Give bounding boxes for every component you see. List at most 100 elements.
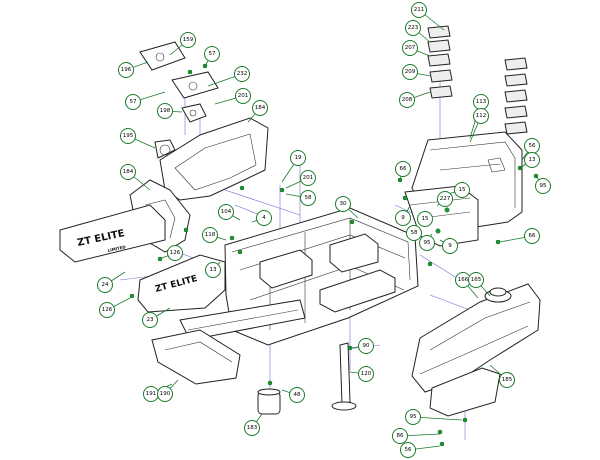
- callout-label: 95: [410, 414, 417, 420]
- callout-label: 9: [448, 243, 452, 249]
- callout-66: 66: [395, 161, 411, 181]
- callout-circle: [218, 204, 234, 220]
- callout-circle: [97, 277, 113, 293]
- callout-56: 56: [400, 442, 441, 458]
- callout-label: 15: [459, 187, 466, 193]
- callout-label: 211: [414, 7, 425, 13]
- left-decal-panel: ZT ELITE LIMITED: [59, 204, 166, 263]
- callout-13: 13: [519, 152, 540, 169]
- callout-95: 95: [419, 233, 435, 251]
- callout-label: 232: [237, 71, 248, 77]
- callout-201: 201: [214, 88, 251, 105]
- callout-label: 86: [397, 433, 404, 439]
- callout-label: 184: [123, 169, 134, 175]
- callout-circle: [234, 66, 250, 82]
- console-plates: [139, 41, 219, 159]
- callout-circle: [524, 228, 540, 244]
- callout-circle: [437, 191, 453, 207]
- callout-circle: [524, 152, 540, 168]
- callout-66: 66: [499, 228, 540, 244]
- callout-56: 56: [521, 138, 540, 161]
- callout-label: 56: [529, 143, 536, 149]
- callout-196: 196: [118, 61, 149, 78]
- callout-circle: [256, 210, 272, 226]
- callout-label: 191: [146, 391, 157, 397]
- callout-label: 9: [401, 215, 405, 221]
- callout-104: 104: [218, 204, 241, 221]
- callout-label: 201: [303, 175, 314, 181]
- callout-label: 185: [502, 377, 513, 383]
- callout-label: 56: [405, 447, 412, 453]
- callout-circle: [252, 100, 268, 116]
- callout-118: 118: [202, 227, 227, 243]
- callout-15: 15: [417, 211, 433, 227]
- callout-label: 113: [476, 99, 487, 105]
- callout-circle: [118, 62, 134, 78]
- callout-165: 165: [468, 272, 491, 297]
- fuel-tank: [411, 283, 541, 417]
- callout-label: 66: [400, 166, 407, 172]
- callout-207: 207: [402, 40, 431, 57]
- callout-circle: [468, 272, 484, 288]
- callout-label: 4: [262, 215, 266, 221]
- callout-120: 120: [349, 366, 374, 382]
- callout-label: 196: [121, 67, 132, 73]
- callout-circle: [405, 20, 421, 36]
- callout-label: 13: [529, 157, 536, 163]
- callout-label: 159: [183, 37, 194, 43]
- callout-circle: [395, 161, 411, 177]
- callout-58: 58: [406, 225, 422, 241]
- callout-183: 183: [244, 413, 263, 436]
- callout-95: 95: [405, 409, 463, 425]
- callout-circle: [120, 128, 136, 144]
- callout-9: 9: [439, 238, 458, 254]
- callout-circle: [399, 92, 415, 108]
- callout-circle: [125, 94, 141, 110]
- callout-208: 208: [399, 91, 431, 108]
- callout-label: 223: [408, 25, 419, 31]
- callout-circle: [499, 372, 515, 388]
- callout-label: 57: [130, 99, 137, 105]
- callout-4: 4: [251, 210, 272, 226]
- callout-label: 207: [405, 45, 416, 51]
- callout-15: 15: [447, 182, 470, 198]
- callout-label: 190: [160, 391, 171, 397]
- callout-circle: [406, 225, 422, 241]
- callout-circle: [454, 182, 470, 198]
- callout-label: 166: [458, 277, 469, 283]
- callout-label: 24: [102, 282, 109, 288]
- callout-label: 13: [210, 267, 217, 273]
- callout-191: 191: [143, 383, 173, 402]
- callout-label: 58: [411, 230, 418, 236]
- callout-label: 95: [424, 240, 431, 246]
- callout-label: 23: [147, 317, 154, 323]
- callout-58: 58: [285, 190, 316, 206]
- callout-label: 198: [160, 108, 171, 114]
- callout-circle: [205, 262, 221, 278]
- callout-90: 90: [349, 338, 374, 354]
- callout-circle: [358, 338, 374, 354]
- callout-circle: [335, 196, 351, 212]
- callout-circle: [204, 46, 220, 62]
- callout-label: 104: [221, 209, 232, 215]
- callout-circle: [392, 428, 408, 444]
- callout-195: 195: [120, 128, 156, 149]
- callout-circle: [535, 178, 551, 194]
- callout-label: 57: [209, 51, 216, 57]
- callout-label: 19: [295, 155, 302, 161]
- callout-label: 184: [255, 105, 266, 111]
- callout-circle: [411, 2, 427, 18]
- fasteners: [129, 63, 539, 447]
- callout-57: 57: [125, 91, 166, 110]
- callout-circle: [402, 40, 418, 56]
- callout-23: 23: [142, 307, 171, 328]
- callout-label: 90: [363, 343, 370, 349]
- callout-184: 184: [247, 100, 268, 123]
- callout-circle: [419, 235, 435, 251]
- callout-circle: [442, 238, 458, 254]
- callout-95: 95: [535, 175, 551, 194]
- callout-184: 184: [120, 164, 151, 191]
- callout-211: 211: [411, 2, 445, 31]
